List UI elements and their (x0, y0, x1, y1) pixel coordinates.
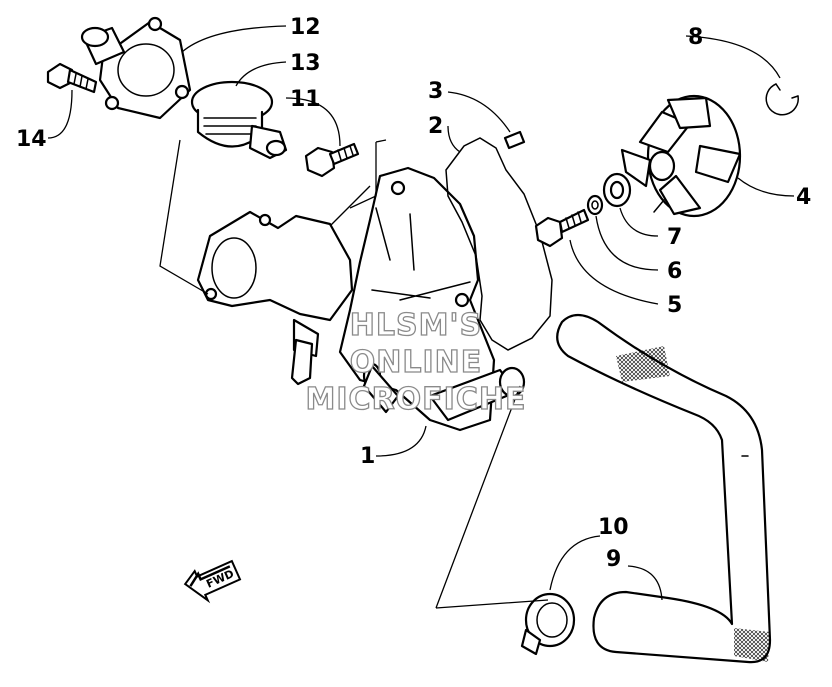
callout-5: 5 (667, 293, 682, 318)
watermark-line-3: MICROFICHE (306, 382, 527, 417)
callout-1: 1 (360, 444, 375, 469)
watermark-line-2: ONLINE (350, 345, 483, 380)
dowel-pin (503, 130, 526, 150)
watermark: HLSM'S ONLINE MICROFICHE (305, 307, 527, 417)
callout-8: 8 (688, 25, 703, 50)
thermostat-housing-cover (80, 16, 192, 120)
hose-clamp (520, 592, 576, 656)
callout-4: 4 (796, 185, 811, 210)
washer (586, 194, 604, 216)
pump-cover-bolt (304, 142, 360, 178)
water-pump-body (196, 166, 526, 432)
impeller-bolt (534, 208, 590, 248)
thermostat (190, 80, 288, 160)
callout-labels: 1 2 3 4 5 6 7 8 9 10 11 12 13 14 (16, 15, 811, 572)
watermark-line-1: HLSM'S (350, 308, 482, 343)
callout-14: 14 (16, 127, 47, 152)
seal (602, 172, 632, 208)
callout-11: 11 (290, 87, 321, 112)
forward-direction-arrow: FWD (183, 559, 242, 604)
housing-bolt (46, 62, 98, 94)
callout-7: 7 (667, 225, 682, 250)
callout-12: 12 (290, 15, 321, 40)
callout-2: 2 (428, 114, 443, 139)
callout-13: 13 (290, 51, 321, 76)
circlip (765, 83, 799, 116)
callout-3: 3 (428, 79, 443, 104)
pump-gasket (445, 137, 553, 351)
leader-lines (47, 25, 795, 609)
callout-6: 6 (667, 259, 682, 284)
coolant-hose (556, 313, 772, 664)
impeller (620, 94, 742, 218)
callout-9: 9 (606, 547, 621, 572)
callout-10: 10 (598, 515, 629, 540)
